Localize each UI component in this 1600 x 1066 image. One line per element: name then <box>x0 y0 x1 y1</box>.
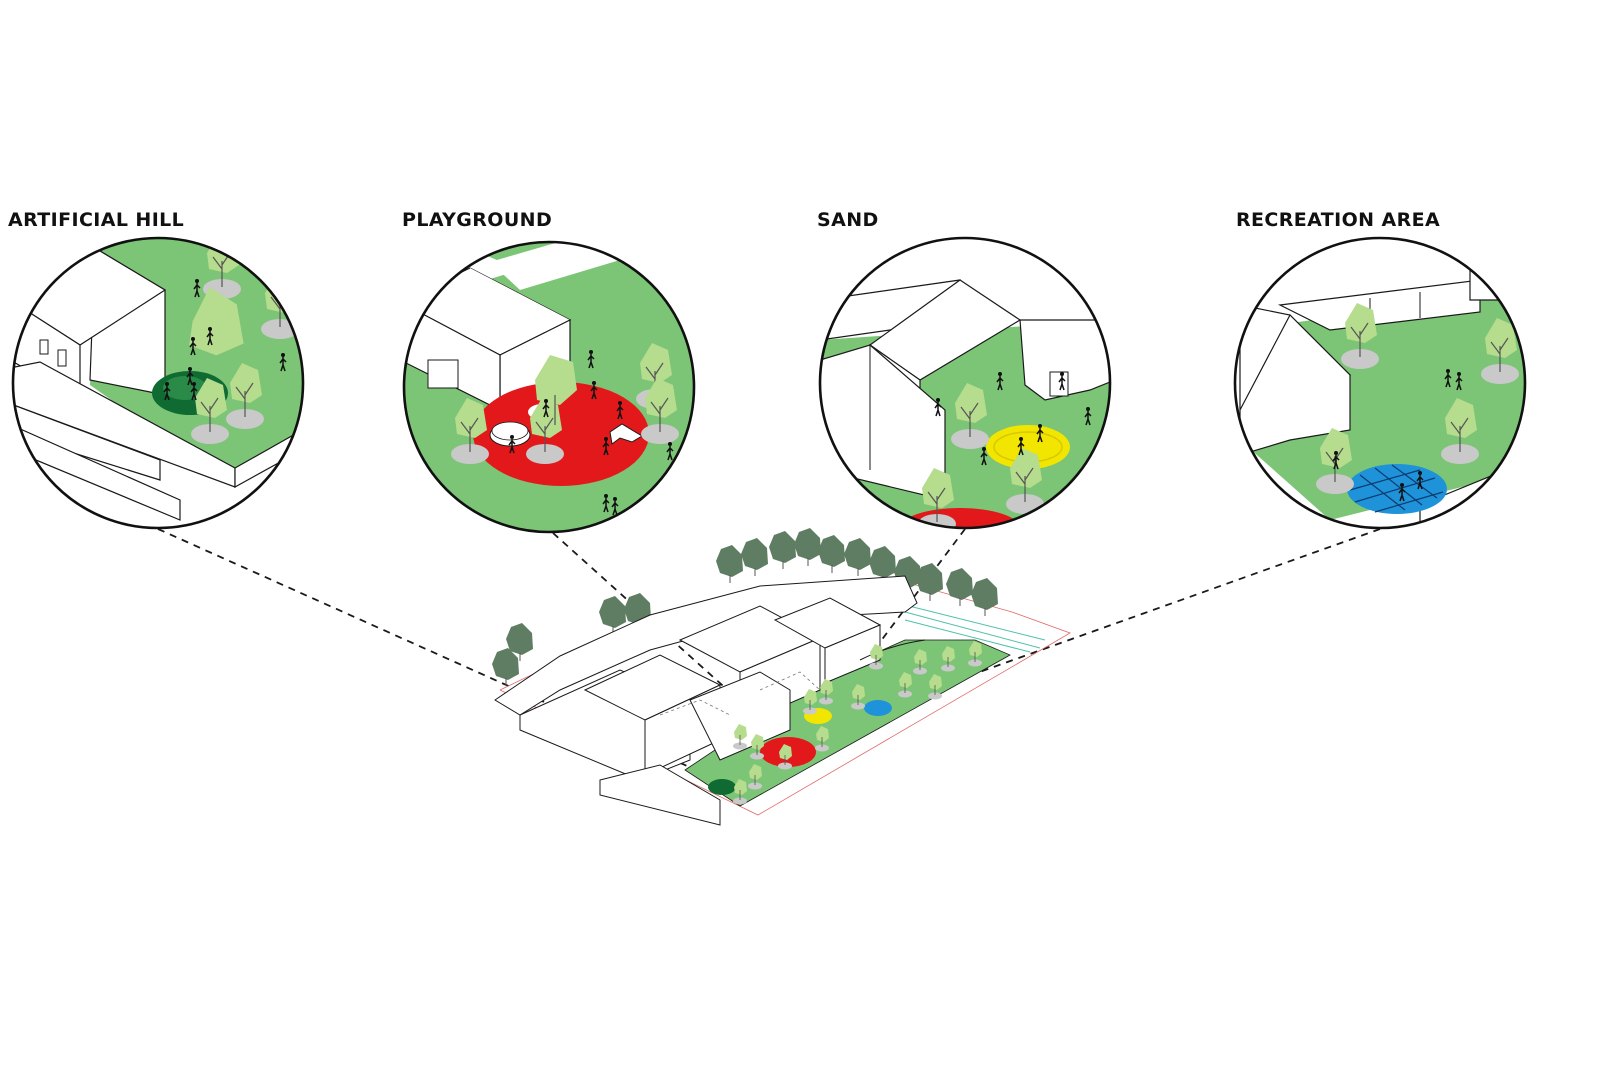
zone-title-artificial-hill: ARTIFICIAL HILL <box>8 209 185 231</box>
zoom-circle-artificial-hill <box>11 236 305 530</box>
playground-surface <box>473 382 649 486</box>
site-hill <box>708 779 736 795</box>
zone-title-recreation-area: RECREATION AREA <box>1236 209 1441 231</box>
sand-pit <box>986 425 1070 469</box>
zoom-circle-playground <box>402 240 696 534</box>
zone-title-sand: SAND <box>817 209 879 231</box>
connector-recreation-area <box>886 528 1381 706</box>
zoom-circle-sand <box>818 236 1112 530</box>
site-recreation <box>864 700 892 716</box>
zone-title-playground: PLAYGROUND <box>402 209 553 231</box>
zoom-circle-recreation-area <box>1233 236 1527 530</box>
site-axonometric <box>491 527 1071 826</box>
